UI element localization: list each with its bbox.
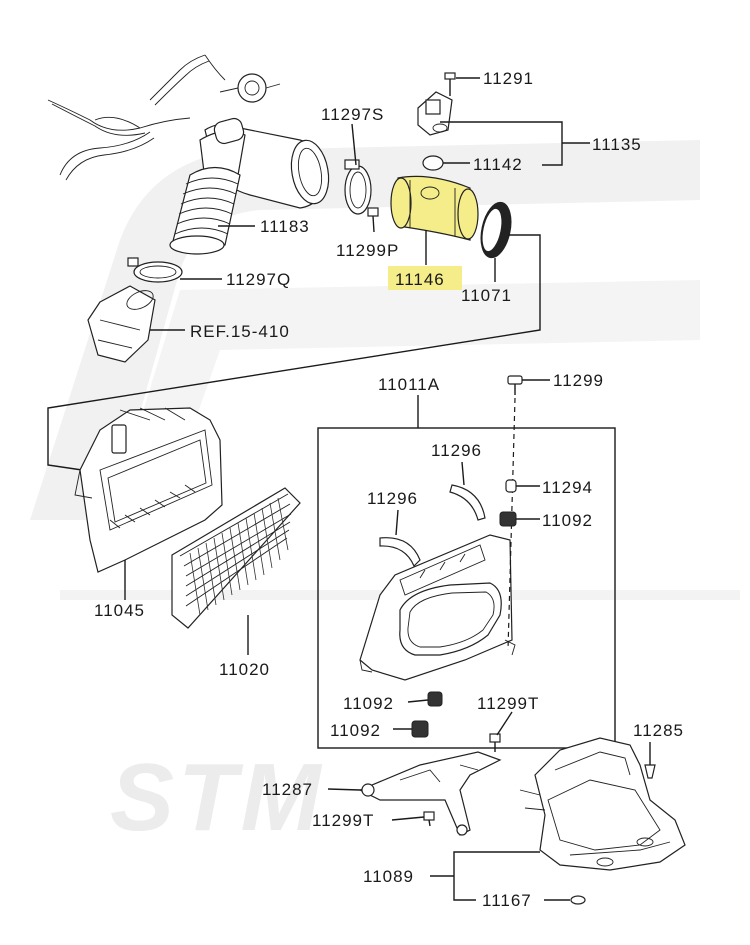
breather-hoses-11296 <box>379 484 486 568</box>
sensor-module-11135 <box>417 91 453 136</box>
label-11183: 11183 <box>260 217 310 236</box>
leader-lines-top <box>47 77 590 471</box>
leader-lines-right <box>393 379 550 736</box>
hose-clamp-11297s <box>344 159 372 215</box>
label-11146-highlight <box>388 266 462 290</box>
label-11299: 11299 <box>553 371 604 390</box>
hose-clamp-11297q <box>127 257 183 283</box>
label-11297q: 11297Q <box>226 270 291 289</box>
label-ref-15-410: REF.15-410 <box>190 322 290 341</box>
vacuum-hose-assembly <box>47 54 281 181</box>
coupling-11071 <box>480 201 512 259</box>
label-11142: 11142 <box>473 155 523 174</box>
screw-11291 <box>444 72 456 96</box>
part-number-labels: 11291 11135 11142 11297S 11183 11299P 11… <box>94 69 684 910</box>
label-11020: 11020 <box>219 660 270 679</box>
leader-lines-left <box>124 560 249 655</box>
label-11299p: 11299P <box>336 241 399 260</box>
label-11135: 11135 <box>592 135 642 154</box>
label-11092-bottom: 11092 <box>330 721 381 740</box>
air-intake-duct-11089 <box>519 737 686 871</box>
clip-11285 <box>644 742 656 779</box>
label-11299t-upper: 11299T <box>477 694 539 713</box>
label-11011a: 11011A <box>378 375 440 394</box>
bracket-11287 <box>358 751 502 836</box>
label-11092-top: 11092 <box>542 511 593 530</box>
label-11045: 11045 <box>94 601 145 620</box>
label-11287: 11287 <box>262 780 313 799</box>
label-11294: 11294 <box>542 478 593 497</box>
label-11299t-lower: 11299T <box>312 811 374 830</box>
label-11092-middle: 11092 <box>343 694 394 713</box>
air-cleaner-cover <box>359 534 516 681</box>
label-11297s: 11297S <box>321 105 384 124</box>
label-11167: 11167 <box>482 891 532 910</box>
label-11146: 11146 <box>395 270 445 289</box>
label-11071: 11071 <box>461 286 512 305</box>
air-cleaner-case-11045 <box>74 407 223 573</box>
screw-11299p <box>367 207 379 233</box>
intake-air-hose <box>169 117 330 255</box>
ref-elbow-part <box>87 285 156 363</box>
label-11296-lower: 11296 <box>367 489 418 508</box>
label-11296-upper: 11296 <box>431 441 482 460</box>
label-11285: 11285 <box>633 721 684 740</box>
leader-lines-bottom <box>327 788 570 901</box>
assembly-box-11011a <box>317 427 616 749</box>
grommets-and-screws <box>411 375 523 752</box>
plug-11167 <box>570 895 586 905</box>
watermark-text: STM <box>110 744 325 851</box>
label-11089: 11089 <box>363 867 414 886</box>
label-11291: 11291 <box>483 69 534 88</box>
airflow-sensor-11146 <box>390 175 479 241</box>
air-filter-element-11020 <box>171 487 301 629</box>
screw-11299t-bottom <box>423 811 435 827</box>
o-ring-11142 <box>422 155 444 171</box>
